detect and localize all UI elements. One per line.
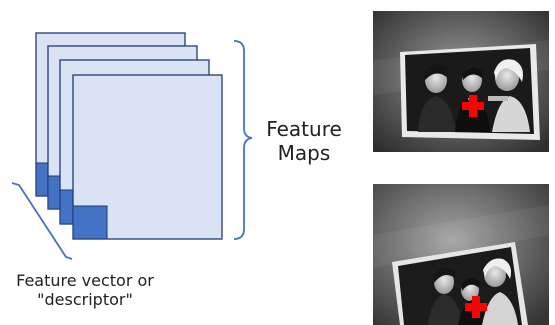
descriptor-label-line2: "descriptor" bbox=[37, 290, 133, 310]
feature-maps-label-line1: Feature bbox=[266, 117, 342, 141]
descriptor-bracket bbox=[11, 182, 73, 260]
photo-top bbox=[373, 11, 549, 152]
descriptor-label-line1: Feature vector or bbox=[16, 271, 154, 290]
feature-maps-bracket bbox=[233, 40, 253, 240]
descriptor-cell-4 bbox=[72, 205, 108, 240]
feature-maps-label: Feature Maps bbox=[258, 117, 350, 165]
feature-map-stack bbox=[35, 32, 223, 240]
keypoint-marker-bottom bbox=[465, 296, 487, 318]
keypoint-marker-top bbox=[462, 95, 484, 117]
photo-bottom bbox=[373, 184, 549, 325]
descriptor-label: Feature vector or "descriptor" bbox=[0, 271, 170, 309]
feature-map-4 bbox=[72, 74, 223, 240]
feature-maps-label-line2: Maps bbox=[277, 141, 331, 165]
